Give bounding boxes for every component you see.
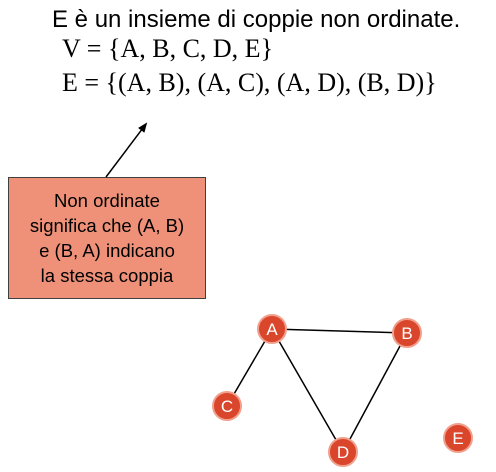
callout-line-1: Non ordinate xyxy=(54,190,160,211)
callout-box: Non ordinate significa che (A, B) e (B, … xyxy=(8,177,206,299)
node-label: D xyxy=(337,443,349,462)
node-label: A xyxy=(266,320,278,339)
callout-arrow xyxy=(105,122,148,178)
node-circle xyxy=(212,391,242,421)
edge-b-d xyxy=(342,332,408,453)
callout-line-3: e (B, A) indicano xyxy=(39,240,175,261)
definition-text: E è un insieme di coppie non ordinate. xyxy=(52,6,461,33)
node-circle xyxy=(443,423,473,453)
callout-line-4: la stessa coppia xyxy=(40,265,174,286)
edge-set-formula: E = {(A, B), (A, C), (A, D), (B, D)} xyxy=(62,68,437,97)
node-circle xyxy=(392,318,422,348)
node-label: C xyxy=(221,397,233,416)
node-circle xyxy=(257,314,287,344)
node-c: C xyxy=(212,391,242,421)
vertex-set-formula: V = {A, B, C, D, E} xyxy=(62,34,274,63)
node-label: E xyxy=(452,429,463,448)
node-d: D xyxy=(328,437,358,467)
node-e: E xyxy=(443,423,473,453)
edge-a-d xyxy=(271,328,344,453)
node-label: B xyxy=(401,324,412,343)
node-circle xyxy=(328,437,358,467)
node-a: A xyxy=(257,314,287,344)
callout-line-2: significa che (A, B) xyxy=(29,215,185,236)
edge-a-b xyxy=(271,328,408,334)
node-b: B xyxy=(392,318,422,348)
